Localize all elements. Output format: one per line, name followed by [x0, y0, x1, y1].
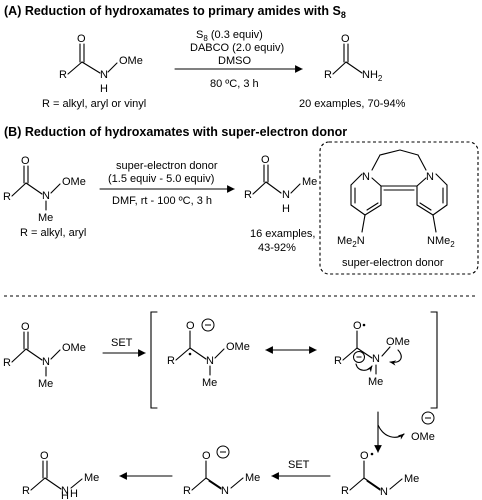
imidate-negative-charge: [216, 445, 230, 459]
reactant-a-ome: OMe: [119, 55, 143, 67]
mech-start-o: O: [21, 321, 30, 333]
ome-leaving-arrow: [377, 424, 405, 440]
ra2-o: O: [353, 320, 362, 332]
reagent-b-donor: super-electron donor: [116, 160, 218, 172]
reactant-a-r: R: [59, 69, 67, 81]
product-b-structure: R O N H Me: [244, 154, 317, 215]
bracket-left: [150, 311, 158, 409]
mech-start-r: R: [3, 357, 11, 369]
imidate-n: N: [221, 485, 229, 497]
imidoyl-o: O: [360, 450, 369, 462]
mech-start-n: N: [42, 356, 50, 368]
product-b-o: O: [261, 154, 270, 166]
product-b-n: N: [282, 189, 290, 201]
section-b-r-scope: R = alkyl, aryl: [20, 227, 86, 239]
mech-product-structure: R O N H Me: [22, 450, 99, 500]
mech-product-n: N: [61, 485, 69, 497]
reactant-b-me: Me: [38, 212, 53, 224]
ra1-me: Me: [202, 377, 217, 389]
donor-box: [319, 141, 479, 275]
mech-start-ome: OMe: [62, 342, 86, 354]
imidoyl-radical-structure: R O N Me: [341, 450, 419, 498]
ra2-ome: OMe: [386, 336, 410, 348]
reactant-a-n: N: [100, 69, 108, 81]
imidate-r: R: [183, 485, 191, 497]
ome-leaving-label: OMe: [411, 431, 435, 443]
reactant-b-ome: OMe: [62, 176, 86, 188]
reactant-b-structure: R O N OMe Me: [3, 155, 86, 224]
mech-product-h: H: [70, 488, 78, 500]
donor-n-right: N: [426, 171, 434, 183]
ra1-n: N: [206, 355, 214, 367]
ra1-r: R: [167, 355, 175, 367]
imidoyl-r: R: [341, 485, 349, 497]
mech-product-me: Me: [84, 472, 99, 484]
ra2-negative-charge: [353, 351, 365, 363]
product-b-h: H: [282, 203, 290, 215]
mech-product-r: R: [22, 485, 30, 497]
reactant-a-h: H: [100, 83, 108, 95]
donor-n-left: N: [362, 171, 370, 183]
ra1-o: O: [186, 320, 195, 332]
ra2-n: N: [372, 353, 380, 365]
donor-nme2-right: NMe2: [427, 235, 455, 249]
section-b-result-2: 43-92%: [258, 242, 296, 254]
mech-product-h-hidden: H: [61, 490, 69, 500]
ra1-ome: OMe: [226, 341, 250, 353]
reactant-b-o: O: [21, 155, 30, 167]
bracket-right: [430, 311, 438, 409]
mech-start-structure: R O N OMe Me: [3, 321, 86, 390]
product-a-nh2: NH2: [362, 69, 383, 83]
section-b-heading: (B) Reduction of hydroxamates with super…: [4, 125, 347, 139]
mech-start-me: Me: [38, 378, 53, 390]
reactant-a-structure: R O N H OMe: [59, 33, 143, 95]
mech-set-label-2: SET: [288, 459, 310, 471]
imidate-o: O: [202, 450, 211, 462]
donor-nme2-left: Me2N: [337, 235, 365, 249]
reagent-a-dmso: DMSO: [218, 55, 251, 67]
ome-negative-charge: [421, 411, 435, 425]
conditions-a: 80 ºC, 3 h: [210, 78, 259, 90]
reagent-a-s8: S8 (0.3 equiv): [196, 29, 263, 43]
mech-product-o: O: [40, 450, 49, 462]
radical-anion-1-structure: R O N OMe Me: [167, 318, 250, 389]
imidoyl-n: N: [380, 486, 388, 498]
imidoyl-me: Me: [404, 473, 419, 485]
imidate-anion-structure: R O N Me: [183, 445, 260, 497]
donor-structure: N N Me2N NMe2: [337, 149, 455, 249]
product-b-me: Me: [302, 176, 317, 188]
reactant-b-r: R: [3, 191, 11, 203]
reactant-a-o: O: [77, 33, 86, 45]
ra2-r: R: [334, 355, 342, 367]
section-a-heading: (A) Reduction of hydroxamates to primary…: [4, 4, 346, 20]
imidate-me: Me: [245, 472, 260, 484]
reagent-b-equiv: (1.5 equiv - 5.0 equiv): [108, 173, 214, 185]
reagent-a-dabco: DABCO (2.0 equiv): [190, 42, 284, 54]
conditions-b: DMF, rt - 100 ºC, 3 h: [112, 195, 212, 207]
ra1-negative-charge: [201, 318, 215, 332]
section-a-result: 20 examples, 70-94%: [299, 98, 406, 110]
product-a-structure: R O NH2: [324, 33, 383, 83]
product-a-o: O: [341, 33, 350, 45]
mech-set-label-1: SET: [111, 337, 133, 349]
product-b-r: R: [244, 189, 252, 201]
section-a-r-scope: R = alkyl, aryl or vinyl: [42, 98, 146, 110]
product-a-r: R: [324, 69, 332, 81]
section-b-result-1: 16 examples,: [250, 228, 315, 240]
donor-label: super-electron donor: [342, 257, 444, 269]
reactant-b-n: N: [42, 190, 50, 202]
radical-anion-2-structure: R O N OMe Me: [334, 320, 410, 388]
ra2-me: Me: [368, 376, 383, 388]
